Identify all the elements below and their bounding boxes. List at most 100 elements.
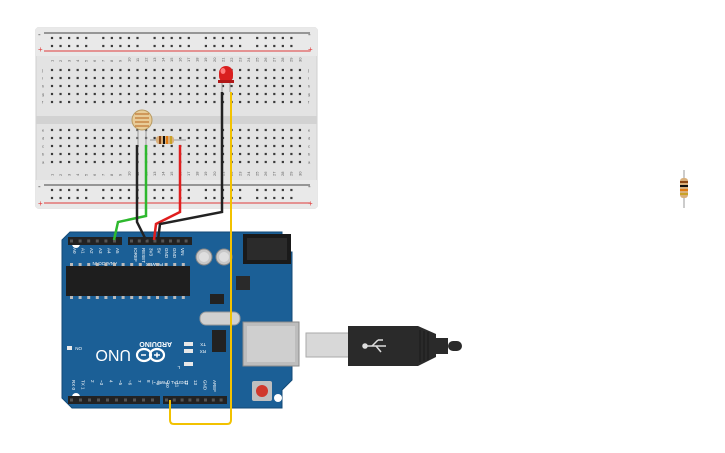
pin-label: 12: [184, 380, 189, 386]
pin-label: 4: [109, 380, 114, 383]
usb-icon: [362, 339, 386, 353]
row-letter: g: [308, 92, 310, 97]
pin-label: 2: [90, 380, 95, 383]
column-number: 22: [229, 57, 234, 62]
pin-label: ~10: [165, 380, 170, 388]
column-number: 29: [289, 171, 294, 176]
digital-header-right[interactable]: [163, 396, 227, 404]
l-led: [184, 362, 193, 366]
red-led[interactable]: [218, 66, 234, 92]
pin-label: A4: [106, 248, 111, 254]
column-number: 15: [169, 171, 174, 176]
pin-label: ~5: [118, 380, 123, 386]
row-letter: i: [42, 76, 43, 81]
header-pins: [70, 239, 223, 402]
pin-label: VIN: [180, 248, 185, 256]
column-number: 9: [118, 59, 123, 62]
column-number: 12: [143, 57, 148, 62]
column-number: 6: [92, 59, 97, 62]
analog-header[interactable]: [68, 237, 122, 245]
row-letter: b: [42, 152, 45, 157]
loose-resistor[interactable]: [680, 170, 688, 208]
pin-label: 5V: [156, 248, 161, 254]
row-letter: e: [308, 128, 311, 133]
column-number: 20: [212, 171, 217, 176]
column-number: 13: [152, 171, 157, 176]
uno-label: UNO: [95, 346, 131, 363]
column-number: 2: [58, 59, 63, 62]
column-number: 25: [255, 57, 260, 62]
wire-black-ldr[interactable]: [135, 145, 148, 241]
column-number: 17: [186, 57, 191, 62]
breadboard-holes[interactable]: [50, 36, 302, 200]
photoresistor[interactable]: [131, 109, 153, 145]
row-letter: e: [42, 128, 45, 133]
pin-label: A0: [72, 248, 77, 254]
row-letter: f: [308, 100, 310, 105]
column-number: 27: [272, 171, 277, 176]
column-number: 20: [212, 57, 217, 62]
column-number: 6: [92, 173, 97, 176]
column-number: 18: [195, 57, 200, 62]
column-number: 7: [101, 59, 106, 62]
row-letter: g: [42, 92, 44, 97]
row-letter: a: [308, 160, 311, 165]
row-letter: f: [42, 100, 44, 105]
column-number: 28: [280, 171, 285, 176]
wire-red[interactable]: [152, 145, 182, 241]
row-letter: i: [308, 76, 309, 81]
wire-black-led[interactable]: [156, 92, 224, 241]
column-number: 30: [297, 57, 302, 62]
row-letter: a: [42, 160, 45, 165]
power-header[interactable]: [128, 237, 192, 245]
bottom-rail-plus-right: +: [308, 199, 313, 208]
column-number: 3: [66, 59, 71, 62]
column-number: 26: [263, 171, 268, 176]
column-number: 1: [49, 59, 54, 62]
column-number: 7: [101, 173, 106, 176]
top-rail-plus-right: +: [308, 45, 313, 54]
row-letter: c: [42, 144, 44, 149]
column-number: 14: [160, 57, 165, 62]
column-number: 1: [49, 173, 54, 176]
pin-label: GND: [164, 248, 169, 259]
row-letter: d: [42, 136, 44, 141]
pin-label: A2: [89, 248, 94, 254]
wire-yellow[interactable]: [169, 92, 232, 425]
column-number: 4: [75, 173, 80, 176]
column-number: 16: [178, 57, 183, 62]
on-led-label: ON: [75, 346, 82, 351]
rx-led: [184, 349, 193, 353]
column-number: 18: [195, 171, 200, 176]
tx-led: [184, 342, 193, 346]
column-number: 29: [289, 57, 294, 62]
pin-label: ~6: [127, 380, 132, 386]
column-number: 4: [75, 59, 80, 62]
column-number: 23: [237, 57, 242, 62]
bottom-rail-plus: +: [38, 199, 43, 208]
row-letter: j: [41, 68, 43, 73]
column-number: 11: [135, 57, 140, 62]
usb-cable[interactable]: [305, 326, 462, 366]
digital-header-left[interactable]: [68, 396, 160, 404]
mounting-hole: [274, 394, 282, 402]
top-rail-minus-right: -: [308, 30, 311, 39]
row-letter: j: [307, 68, 309, 73]
pin-label: AREF: [212, 380, 217, 392]
pin-label: ~11: [174, 380, 179, 388]
pin-label: GND: [203, 380, 208, 391]
wire-green[interactable]: [112, 145, 148, 241]
row-letter: d: [308, 136, 310, 141]
pin-label: A5: [115, 248, 120, 254]
atmega-chip: [66, 266, 190, 296]
column-number: 14: [160, 171, 165, 176]
row-letter: h: [42, 84, 44, 89]
pin-label: IOREF: [133, 248, 138, 262]
top-rail-minus: -: [38, 30, 41, 39]
resistor[interactable]: [150, 136, 186, 144]
chip-pins: [70, 263, 185, 299]
